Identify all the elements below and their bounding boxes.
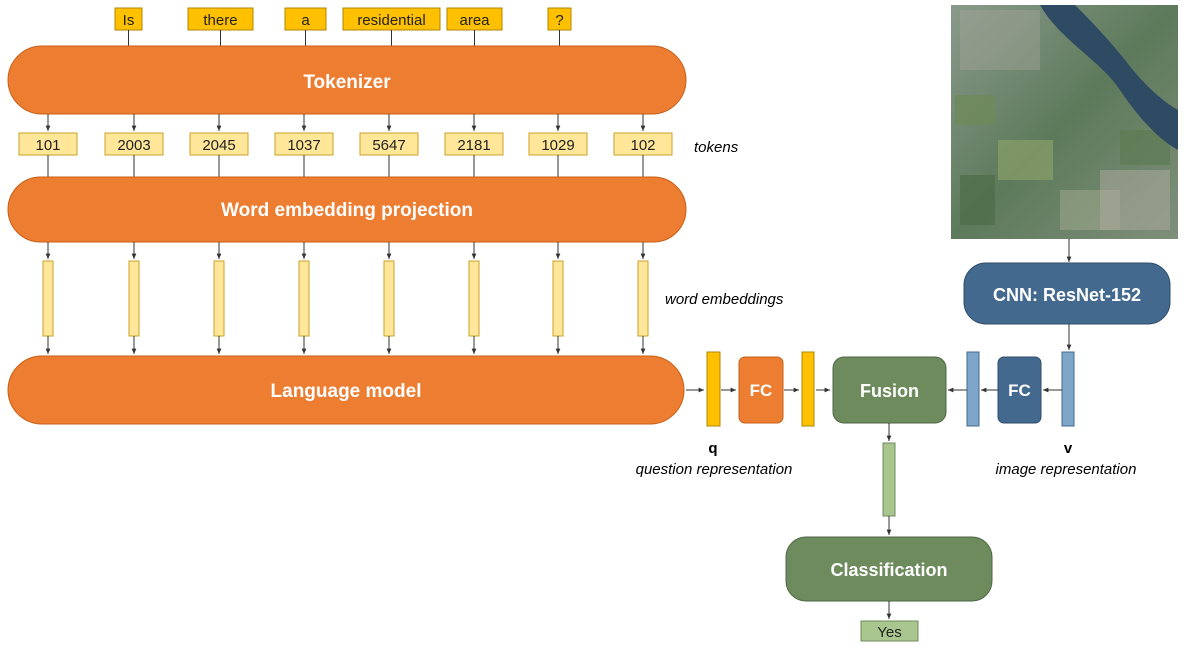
- token-id: 5647: [372, 137, 405, 154]
- question-representation-caption: question representation: [636, 461, 793, 478]
- question-word: ?: [555, 12, 563, 29]
- question-vector-q: [706, 351, 721, 427]
- image-fc-label: FC: [1008, 381, 1031, 400]
- question-word: Is: [123, 12, 135, 29]
- image-fc-output-vector: [966, 351, 980, 427]
- word-connectors: [128, 30, 560, 46]
- classification-block: Classification: [785, 536, 993, 602]
- embedding-block: Word embedding projection: [7, 176, 687, 243]
- question-word-box: a: [284, 7, 327, 31]
- v-symbol: v: [1064, 440, 1073, 457]
- word-embedding-vector: [128, 260, 140, 337]
- token-id: 1029: [541, 137, 574, 154]
- word-embeddings: [42, 242, 649, 354]
- token-id: 101: [35, 137, 60, 154]
- image-vector-v: [1061, 351, 1075, 427]
- token-id: 2003: [117, 137, 150, 154]
- token-id: 1037: [287, 137, 320, 154]
- word-embedding-vector: [637, 260, 649, 337]
- question-word-box: area: [446, 7, 503, 31]
- question-word: a: [301, 12, 310, 29]
- question-word: area: [459, 12, 490, 29]
- embedding-label: Word embedding projection: [221, 200, 473, 221]
- token-id: 102: [630, 137, 655, 154]
- tokens-caption: tokens: [694, 139, 739, 156]
- cnn-block: CNN: ResNet-152: [963, 262, 1171, 325]
- word-embedding-vector: [468, 260, 480, 337]
- word-embedding-vector: [298, 260, 310, 337]
- satellite-image: [951, 5, 1178, 239]
- word-embedding-vector: [552, 260, 564, 337]
- question-fc-output-vector: [801, 351, 815, 427]
- tokenizer-block: Tokenizer: [7, 45, 687, 115]
- word-embeddings-caption: word embeddings: [665, 291, 784, 308]
- tokens-row: 101 2003 2045 1037 5647 2181 1029 102: [18, 114, 673, 177]
- fusion-block: Fusion: [832, 356, 947, 424]
- word-embedding-vector: [383, 260, 395, 337]
- question-word-box: Is: [114, 7, 143, 31]
- token-id: 2045: [202, 137, 235, 154]
- question-word-box: ?: [547, 7, 572, 31]
- language-model-block: Language model: [7, 355, 685, 425]
- question-word-box: there: [187, 7, 254, 31]
- tokenizer-label: Tokenizer: [303, 72, 391, 93]
- fusion-label: Fusion: [860, 381, 919, 401]
- cnn-label: CNN: ResNet-152: [993, 285, 1141, 305]
- image-fc-block: FC: [997, 356, 1042, 424]
- question-word: residential: [357, 12, 425, 29]
- fused-vector: [882, 442, 896, 517]
- question-word-box: residential: [342, 7, 441, 31]
- word-embedding-vector: [213, 260, 225, 337]
- question-fc-label: FC: [750, 381, 773, 400]
- question-word: there: [203, 12, 237, 29]
- classification-label: Classification: [830, 560, 947, 580]
- answer-box: Yes: [860, 620, 919, 642]
- answer-label: Yes: [877, 624, 901, 641]
- question-fc-block: FC: [738, 356, 784, 424]
- word-embedding-vector: [42, 260, 54, 337]
- image-representation-caption: image representation: [996, 461, 1137, 478]
- q-symbol: q: [708, 440, 717, 457]
- question-words: Is there a residential area ?: [114, 7, 572, 31]
- language-model-label: Language model: [271, 381, 422, 402]
- token-id: 2181: [457, 137, 490, 154]
